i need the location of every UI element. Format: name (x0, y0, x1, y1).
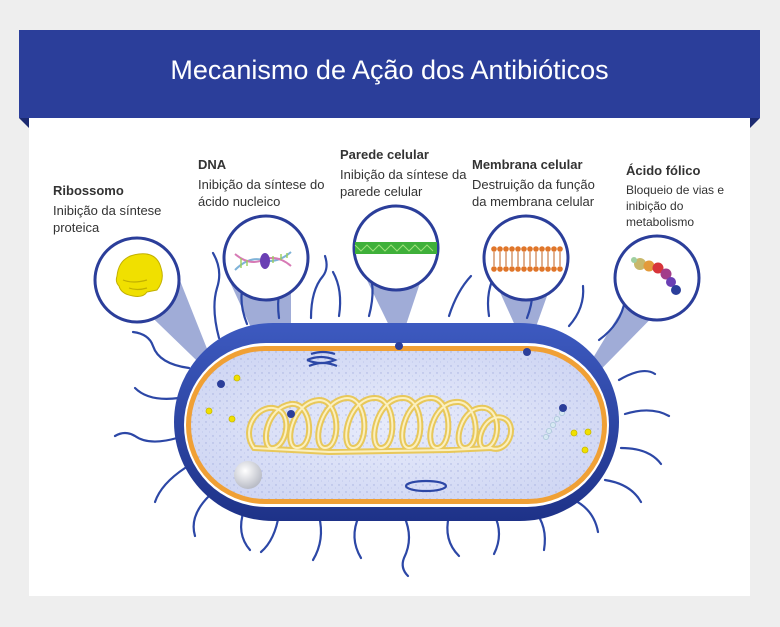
target-dot-dna (287, 410, 295, 418)
flagellum (447, 274, 473, 318)
flagellum (572, 498, 600, 534)
plasmid (404, 479, 448, 493)
target-dot-folico (559, 404, 567, 412)
callout-dna (222, 214, 310, 302)
ribosome-icon (115, 253, 163, 297)
ribosome-dot (584, 428, 592, 436)
ribosomes (205, 374, 592, 454)
dna-basepairs (240, 253, 288, 268)
target-dots (217, 342, 567, 418)
label-ribossomo-title: Ribossomo (53, 183, 124, 198)
flagellum (309, 254, 328, 320)
callout-folico (613, 234, 701, 322)
plasmids (306, 350, 448, 493)
label-ribossomo-desc: Inibição da síntese proteica (53, 203, 162, 235)
flagellum (192, 494, 211, 538)
label-folico: Ácido fólico Bloqueio de vias e inibição… (626, 162, 736, 230)
flagellum (133, 386, 181, 400)
label-parede-title: Parede celular (340, 147, 429, 162)
flagellum (331, 270, 342, 318)
flagellum (153, 466, 187, 504)
flagellum (353, 514, 363, 560)
label-dna-desc: Inibição da síntese do ácido nucleico (198, 177, 325, 209)
dna-coil (246, 394, 514, 456)
label-dna: DNA Inibição da síntese do ácido nucleic… (198, 156, 328, 210)
ribosome-dot (570, 429, 578, 437)
ribosome-dot (233, 374, 241, 382)
callout-circle (613, 234, 701, 322)
label-parede-desc: Inibição da síntese da parede celular (340, 167, 467, 199)
ribosome-dot (581, 446, 589, 454)
label-membrana: Membrana celular Destruição da função da… (472, 156, 612, 210)
callout-parede (352, 204, 440, 292)
ribosome-icon-detail (122, 279, 148, 291)
cell-wall-icon (355, 242, 437, 254)
target-dot-ribossomo (217, 380, 225, 388)
label-parede: Parede celular Inibição da síntese da pa… (340, 146, 468, 200)
flagellum (619, 446, 663, 466)
callout-circle (482, 214, 570, 302)
banner-fold-left (19, 118, 29, 128)
flagellum (603, 478, 643, 504)
flagellum (131, 330, 191, 370)
bacterium (174, 323, 619, 521)
chain-bead (543, 434, 549, 440)
cytoplasm-texture (191, 351, 602, 499)
flagellum (311, 514, 323, 562)
folic-chain (543, 410, 565, 440)
callout-ribossomo (93, 236, 181, 324)
ribosome-dot (228, 415, 236, 423)
banner-fold-right (750, 118, 760, 128)
flagellum (623, 409, 671, 418)
flagellum (617, 369, 657, 382)
label-ribossomo: Ribossomo Inibição da síntese proteica (53, 182, 183, 236)
plasmid-coil (306, 350, 338, 368)
flagellum (211, 251, 221, 340)
callout-membrana (482, 214, 570, 302)
membrane-bilayer-icon (491, 246, 563, 272)
label-folico-title: Ácido fólico (626, 163, 701, 178)
page-title: Mecanismo de Ação dos Antibióticos (170, 55, 609, 85)
dna-strand-highlight (248, 396, 512, 454)
chain-bead (546, 428, 552, 434)
ribosome-dot (205, 407, 213, 415)
folic-acid-icon (631, 257, 681, 295)
granule (234, 461, 262, 489)
chain-bead (554, 416, 560, 422)
enzyme-icon (260, 253, 270, 269)
bacteria-diagram (93, 204, 701, 578)
flagellum (113, 431, 179, 443)
target-dot-parede (395, 342, 403, 350)
chain-bead (550, 422, 556, 428)
cell-wall-icon-mesh (354, 244, 434, 252)
flagellum (567, 284, 585, 328)
label-membrana-desc: Destruição da função da membrana celular (472, 177, 595, 209)
target-dot-membrana (523, 348, 531, 356)
flagellum (446, 514, 461, 558)
diagram-card: Ribossomo Inibição da síntese proteica D… (29, 118, 750, 596)
title-banner: Mecanismo de Ação dos Antibióticos (19, 30, 760, 118)
label-dna-title: DNA (198, 157, 227, 172)
label-folico-desc: Bloqueio de vias e inibição do metabolis… (626, 183, 725, 229)
flagellum (401, 514, 411, 578)
label-membrana-title: Membrana celular (472, 157, 583, 172)
